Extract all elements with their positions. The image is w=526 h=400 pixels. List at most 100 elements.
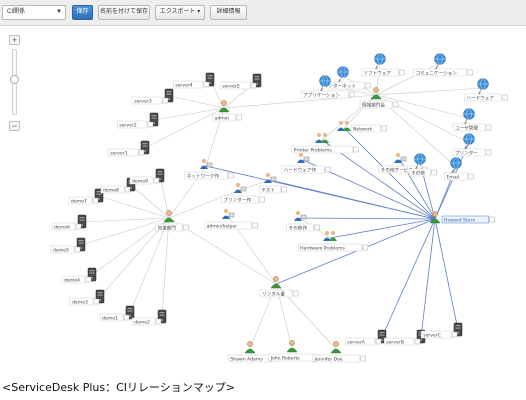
ci-node-label: admin [215, 115, 229, 121]
details-button[interactable]: 詳細情報 [210, 5, 247, 20]
expand-icon[interactable] [250, 82, 257, 89]
expand-icon[interactable] [485, 149, 492, 156]
expand-icon[interactable] [123, 314, 130, 321]
ci-node-hw-work[interactable]: ハードウェア作 [281, 152, 331, 174]
ci-node-email[interactable]: Email [444, 157, 474, 181]
expand-icon[interactable] [92, 197, 99, 204]
expand-icon[interactable] [349, 91, 355, 98]
expand-icon[interactable] [75, 223, 82, 230]
expand-icon[interactable] [375, 338, 382, 345]
expand-icon[interactable] [147, 121, 154, 128]
user-icon [244, 341, 256, 354]
expand-icon[interactable] [236, 114, 242, 121]
save-as-button[interactable]: 名前を付けて保存 [98, 5, 150, 20]
globe-icon [463, 108, 475, 124]
expand-icon[interactable] [124, 186, 131, 193]
expand-icon[interactable] [399, 69, 405, 76]
ci-node-label: ハードウェア作 [284, 166, 317, 173]
ci-node-internet[interactable]: インターネット [321, 66, 371, 90]
expand-icon[interactable] [85, 276, 92, 283]
expand-icon[interactable] [281, 186, 287, 193]
expand-icon[interactable] [227, 172, 234, 179]
ci-node-demo7[interactable]: demo7 [68, 188, 104, 204]
ci-node-demo9[interactable]: demo9 [129, 168, 165, 184]
expand-icon[interactable] [360, 355, 366, 362]
zoom-slider[interactable] [10, 49, 19, 115]
ci-node-admin[interactable]: admin [212, 100, 242, 121]
zoom-slider-handle[interactable] [10, 75, 19, 84]
expand-icon[interactable] [74, 246, 81, 253]
ci-node-admin-helper[interactable]: admin/helper [204, 208, 258, 230]
expand-icon[interactable] [489, 216, 495, 223]
expand-icon[interactable] [325, 166, 331, 173]
ci-node-user-mgmt[interactable]: ユーザ管理 [452, 108, 492, 132]
ci-node-label: Network [353, 126, 373, 132]
expand-icon[interactable] [467, 69, 473, 76]
ci-node-printer-problems[interactable]: Printer Problems [291, 133, 359, 153]
ci-node-server2[interactable]: server2 [116, 112, 159, 128]
ci-node-software[interactable]: ソフトウェア [361, 53, 405, 77]
ci-node-serverB[interactable]: serverB [383, 329, 426, 345]
ci-node-network[interactable]: Network [337, 121, 387, 132]
ci-node-infodept[interactable]: 情報部門長 [359, 87, 399, 108]
expand-icon[interactable] [381, 125, 387, 132]
view-select[interactable]: CI関係 ▼ [2, 5, 66, 20]
ci-node-label: serverB [386, 339, 404, 345]
ci-node-jennifer[interactable]: Jennifer Doe [312, 341, 366, 362]
ci-node-test[interactable]: テスト [258, 172, 287, 194]
ci-node-label-box [361, 68, 399, 77]
zoom-out-button[interactable]: − [9, 121, 20, 131]
expand-icon[interactable] [162, 97, 169, 104]
zoom-in-button[interactable]: + [9, 35, 20, 45]
ci-node-hardware-problems[interactable]: Hardware Problems [297, 231, 369, 251]
ci-node-server1[interactable]: server1 [107, 140, 150, 156]
expand-icon[interactable] [155, 318, 162, 325]
expand-icon[interactable] [183, 224, 189, 231]
expand-icon[interactable] [292, 290, 299, 297]
ci-node-shawn[interactable]: Shawn Adams [228, 341, 278, 362]
expand-icon[interactable] [259, 196, 265, 203]
expand-icon[interactable] [93, 298, 100, 305]
expand-icon[interactable] [431, 169, 437, 176]
expand-icon[interactable] [502, 94, 508, 101]
expand-icon[interactable] [365, 82, 371, 89]
ci-node-salesdept[interactable]: 営業部門 [155, 210, 189, 231]
expand-icon[interactable] [468, 173, 474, 180]
expand-icon[interactable] [362, 244, 369, 251]
ci-node-server3[interactable]: server3 [131, 88, 174, 104]
ci-node-demo4[interactable]: demo4 [61, 267, 97, 283]
ci-node-network-ops[interactable]: ネットワーク作 [184, 158, 234, 180]
expand-icon[interactable] [353, 146, 359, 153]
export-button[interactable]: エクスポート ▾ [155, 5, 205, 20]
expand-icon[interactable] [414, 338, 421, 345]
expand-icon[interactable] [138, 149, 145, 156]
expand-icon[interactable] [203, 81, 210, 88]
ci-node-communication[interactable]: コミュニケーション [413, 53, 473, 77]
ci-node-demo1[interactable]: demo1 [99, 305, 135, 321]
ci-node-printer[interactable]: プリンター [452, 133, 492, 157]
ci-node-printer-work[interactable]: プリンター作 [221, 182, 265, 204]
ci-node-serverA[interactable]: serverA [344, 329, 387, 345]
expand-icon[interactable] [392, 101, 399, 108]
ci-node-application[interactable]: アプリケーション [300, 75, 355, 99]
group-icon [337, 121, 351, 131]
save-button[interactable]: 保存 [72, 5, 93, 20]
ci-node-server4[interactable]: server4 [172, 72, 215, 88]
expand-icon[interactable] [485, 124, 492, 131]
expand-icon[interactable] [153, 177, 160, 184]
expand-icon[interactable] [314, 224, 320, 231]
expand-icon[interactable] [252, 222, 258, 229]
ci-node-sw-work[interactable]: その他作 [286, 210, 320, 232]
ci-node-hardware[interactable]: ハードウェア [464, 78, 508, 102]
ci-node-rental[interactable]: リンタル書 [259, 276, 299, 297]
ci-node-demo6[interactable]: demo6 [51, 214, 87, 230]
ci-node-howard[interactable]: Howard Stern [429, 211, 495, 223]
ci-node-serverC[interactable]: serverC [420, 322, 463, 338]
ci-node-server5[interactable]: server5 [219, 73, 262, 89]
ci-node-demo5[interactable]: demo5 [50, 237, 86, 253]
ci-node-demo2[interactable]: demo2 [131, 309, 167, 325]
ci-node-other[interactable]: その他 [408, 153, 437, 177]
ci-node-demo3[interactable]: demo3 [69, 289, 105, 305]
expand-icon[interactable] [451, 331, 458, 338]
